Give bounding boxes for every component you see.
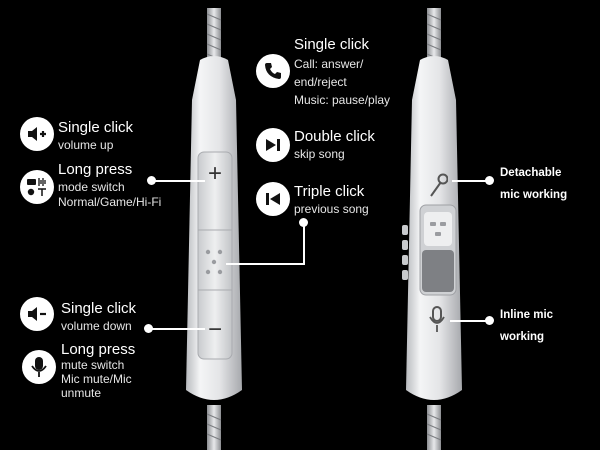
mode-switch-desc-1: mode switch: [58, 180, 125, 194]
center-button-pointer-dot: [299, 218, 308, 227]
call-music-desc-2: end/reject: [294, 75, 347, 89]
mute-switch-desc-1: mute switch: [61, 358, 125, 372]
skip-next-icon: [256, 128, 290, 162]
mute-switch-desc-2: Mic mute/Mic: [61, 372, 132, 386]
detachable-mic-label-1: Detachable: [500, 167, 562, 179]
microphone-icon: [22, 350, 56, 384]
volume-down-pointer-line: [149, 328, 205, 330]
inline-mic-pointer-line: [450, 320, 487, 322]
volume-down-title: Single click: [61, 300, 137, 317]
inline-mic-pointer-dot: [485, 316, 494, 325]
skip-desc: skip song: [294, 147, 345, 161]
previous-desc: previous song: [294, 202, 369, 216]
phone-icon: [256, 54, 290, 88]
detachable-mic-pointer-dot: [485, 176, 494, 185]
inline-mic-label-1: Inline mic: [500, 309, 554, 321]
mute-switch-desc-3: unmute: [61, 386, 102, 400]
detachable-mic-label-2: mic working: [500, 189, 568, 201]
skip-previous-icon: [256, 182, 290, 216]
mute-switch-title: Long press: [61, 341, 136, 358]
volume-down-desc: volume down: [61, 319, 132, 333]
volume-up-title: Single click: [58, 119, 134, 136]
previous-title: Triple click: [294, 183, 365, 200]
call-music-title: Single click: [294, 36, 370, 53]
volume-up-pointer-dot: [147, 176, 156, 185]
center-button-pointer-vline: [303, 224, 305, 264]
minus-symbol[interactable]: −: [207, 316, 222, 343]
detachable-mic-pointer-line: [452, 180, 487, 182]
plus-symbol[interactable]: +: [207, 160, 222, 187]
volume-up-desc: volume up: [58, 138, 114, 152]
mode-switch-desc-2: Normal/Game/Hi-Fi: [58, 195, 162, 209]
call-music-desc-3: Music: pause/play: [294, 93, 391, 107]
detachable-mic-icon: [430, 173, 448, 197]
inline-mic-label-2: working: [500, 331, 545, 343]
mode-switch-icon: [20, 170, 54, 204]
volume-up-icon: [20, 117, 54, 151]
skip-title: Double click: [294, 128, 375, 145]
volume-down-icon: [20, 297, 54, 331]
center-button-pointer-hline: [226, 263, 305, 265]
volume-up-pointer-line: [152, 180, 205, 182]
call-music-desc-1: Call: answer/: [294, 57, 364, 71]
inline-mic-icon: [429, 306, 445, 332]
mode-switch-title: Long press: [58, 161, 133, 178]
volume-down-pointer-dot: [144, 324, 153, 333]
